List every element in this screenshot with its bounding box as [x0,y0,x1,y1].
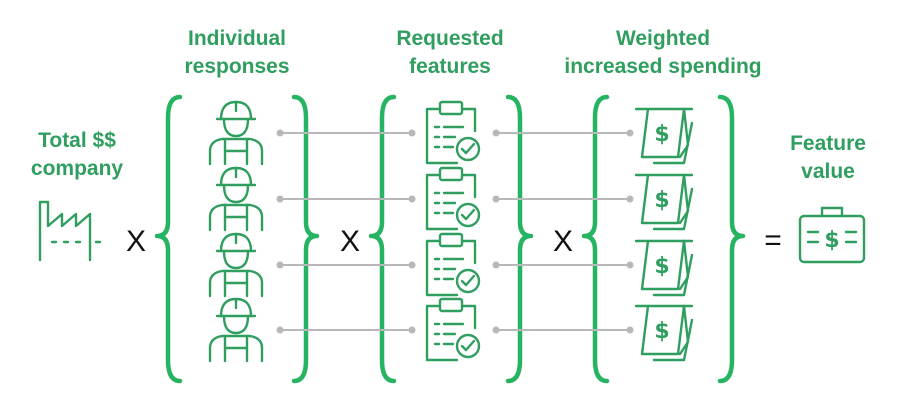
connector-dot [276,261,284,269]
svg-text:$: $ [824,228,839,253]
money-receipt-icon: $ [634,107,694,165]
left-brace-1 [154,94,183,384]
equals-operator: = [764,224,782,257]
connector-dot [408,326,416,334]
worker-icon [208,297,264,363]
individual-heading-line2: responses [184,55,289,78]
briefcase-dollar-icon: $ [798,206,866,264]
multiply-operator-1: X [126,225,146,258]
clipboard-check-icon [425,166,481,231]
total-heading-line1: Total $$ [38,129,116,152]
connector-dot [408,129,416,137]
connector-dot [276,195,284,203]
connector-dot [626,195,634,203]
right-brace-3 [717,94,746,384]
worker-icon [208,100,264,166]
connector-lines [276,129,634,334]
dollar-glyph: $ [654,188,669,213]
weighted-heading-line2: increased spending [564,55,761,78]
dollar-glyph: $ [654,122,669,147]
connector-dot [492,326,500,334]
connector-dot [492,195,500,203]
clipboard-check-icon [425,100,481,165]
connector-dot [626,261,634,269]
left-brace-3 [581,94,610,384]
connector-dot [626,326,634,334]
money-receipt-icon: $ [634,239,694,297]
right-brace-2 [505,94,534,384]
weighted-heading-line1: Weighted [616,27,710,50]
dollar-glyph: $ [654,254,669,279]
spending-column: $ $ $ $ [634,107,694,362]
clipboard-check-icon [425,297,481,362]
features-column [425,100,481,362]
clipboard-check-icon [425,232,481,297]
connector-dot [492,261,500,269]
multiply-operator-2: X [340,225,360,258]
feature-heading-line1: Feature [790,132,866,155]
worker-icon [208,166,264,232]
money-receipt-icon: $ [634,304,694,362]
connector-dot [276,129,284,137]
dollar-glyph: $ [654,319,669,344]
factory-icon [38,200,102,262]
left-brace-2 [368,94,397,384]
connector-dot [492,129,500,137]
connector-dot [408,195,416,203]
multiply-operator-3: X [553,225,573,258]
individual-heading-line1: Individual [188,27,286,50]
connector-dot [626,129,634,137]
requested-heading-line1: Requested [396,27,503,50]
feature-heading-line2: value [801,160,855,183]
right-brace-1 [291,94,320,384]
worker-icon [208,232,264,298]
connector-dot [276,326,284,334]
connector-dot [408,261,416,269]
money-receipt-icon: $ [634,173,694,231]
requested-heading-line2: features [409,55,491,78]
worker-column [208,100,264,363]
total-heading-line2: company [31,157,124,180]
